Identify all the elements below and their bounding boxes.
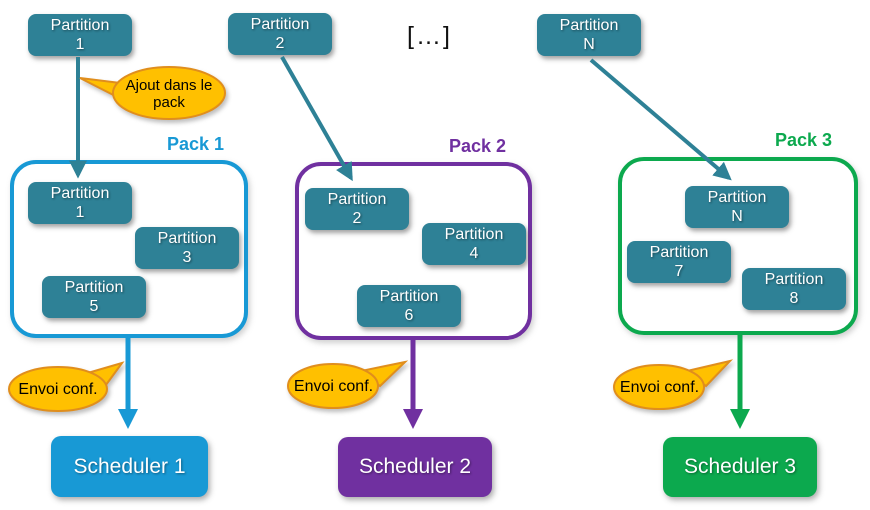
partition-label-line: Partition [157,229,217,247]
ajout-callout-text: Ajout dans le pack [114,77,224,112]
partition-label-line: Partition [327,190,387,208]
top-partition-n-box: Partition N [537,14,641,56]
pack2-partition-6-box: Partition 6 [357,285,461,327]
partition-label-line: 7 [674,263,684,280]
envoi-callout-2-text: Envoi conf. [293,378,374,395]
partition-label-line: Partition [444,225,504,243]
partition-label-line: 4 [469,245,479,262]
pack1-partition-1-box: Partition 1 [28,182,132,224]
top-partition-2-box: Partition 2 [228,13,332,55]
pack2-partition-4-box: Partition 4 [422,223,526,265]
partition-label-line: 2 [275,35,285,52]
partition-label-line: Partition [50,16,110,34]
partition-label-line: Partition [707,188,767,206]
partition-label-line: 3 [182,249,192,266]
top-partition-1-box: Partition 1 [28,14,132,56]
partition-label-line: Partition [64,278,124,296]
partition-label-line: Partition [379,287,439,305]
pack-3-label: Pack 3 [775,130,833,150]
partition-label-line: 5 [89,298,99,315]
ajout-callout-line: Ajout dans le [125,77,213,94]
envoi-callout-3-text: Envoi conf. [619,379,700,396]
scheduler-3-box: Scheduler 3 [663,437,817,497]
envoi-callout-1-text: Envoi conf. [18,381,98,398]
partition-label-line: 8 [789,290,799,307]
pack3-partition-8-box: Partition 8 [742,268,846,310]
ellipsis-label: […] [407,22,452,50]
pack1-partition-5-box: Partition 5 [42,276,146,318]
pack-1-label: Pack 1 [167,134,225,154]
partition-label-line: 1 [75,204,85,221]
partition-label-line: 1 [75,36,85,53]
partition-label-line: N [731,208,743,225]
partition-label-line: Partition [50,184,110,202]
pack3-partition-7-box: Partition 7 [627,241,731,283]
scheduler-2-box: Scheduler 2 [338,437,492,497]
partition-label-line: 2 [352,210,362,227]
partition-label-line: Partition [250,15,310,33]
partition-label-line: Partition [649,243,709,261]
pack2-partition-2-box: Partition 2 [305,188,409,230]
scheduler-1-box: Scheduler 1 [51,436,208,497]
ajout-callout-line: pack [153,94,185,112]
partition-label-line: N [583,36,595,53]
pack3-partition-n-box: Partition N [685,186,789,228]
partition-label-line: Partition [559,16,619,34]
partition-label-line: 6 [404,307,414,324]
arrow-partition2-to-pack2 [280,56,353,182]
pack1-partition-3-box: Partition 3 [135,227,239,269]
partition-label-line: Partition [764,270,824,288]
pack-2-label: Pack 2 [449,136,507,156]
